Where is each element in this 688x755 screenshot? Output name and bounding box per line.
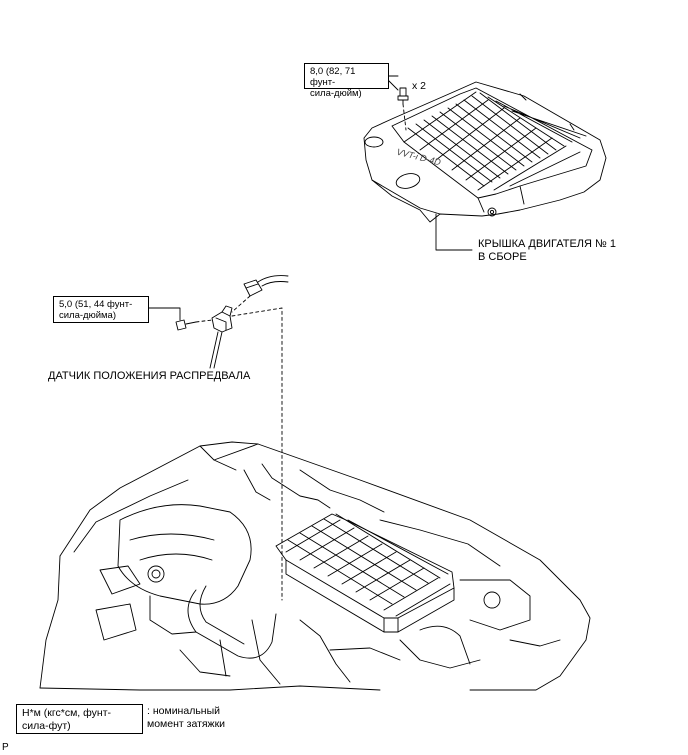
torque-spec-cover-line2: сила-дюйм) xyxy=(310,88,362,99)
torque-spec-cover-line1: 8,0 (82, 71 фунт- xyxy=(310,66,356,88)
engine-cover-label-line2: В СБОРЕ xyxy=(478,251,527,263)
corner-mark: P xyxy=(2,742,9,753)
cover-bolt xyxy=(388,80,408,130)
cover-bolt-quantity: x 2 xyxy=(412,80,427,92)
legend-desc-line1: : номинальный xyxy=(147,705,221,717)
torque-spec-sensor-line1: 5,0 (51, 44 фунт- xyxy=(59,299,133,310)
legend-units-line1: Н*м (кгс*см, фунт- xyxy=(22,707,112,719)
engine-cover-label-line1: КРЫШКА ДВИГАТЕЛЯ № 1 xyxy=(478,238,617,250)
engine-cover-label: КРЫШКА ДВИГАТЕЛЯ № 1 В СБОРЕ xyxy=(478,238,616,264)
torque-spec-sensor-line2: сила-дюйма) xyxy=(59,310,116,321)
camshaft-sensor-label: ДАТЧИК ПОЛОЖЕНИЯ РАСПРЕДВАЛА xyxy=(48,370,251,382)
legend-units-line2: сила-фут) xyxy=(22,720,71,732)
torque-spec-sensor: 5,0 (51, 44 фунт- сила-дюйма) xyxy=(53,296,149,323)
torque-spec-cover: 8,0 (82, 71 фунт- сила-дюйм) xyxy=(304,63,389,99)
camshaft-sensor xyxy=(148,276,288,600)
engine-cover xyxy=(364,82,606,222)
engine-bay xyxy=(40,442,590,690)
cover-leader-line xyxy=(436,214,472,250)
legend-desc-line2: момент затяжки xyxy=(147,718,226,730)
legend-torque-units: Н*м (кгс*см, фунт- сила-фут) xyxy=(16,704,143,734)
legend-description: : номинальный момент затяжки xyxy=(147,705,225,731)
